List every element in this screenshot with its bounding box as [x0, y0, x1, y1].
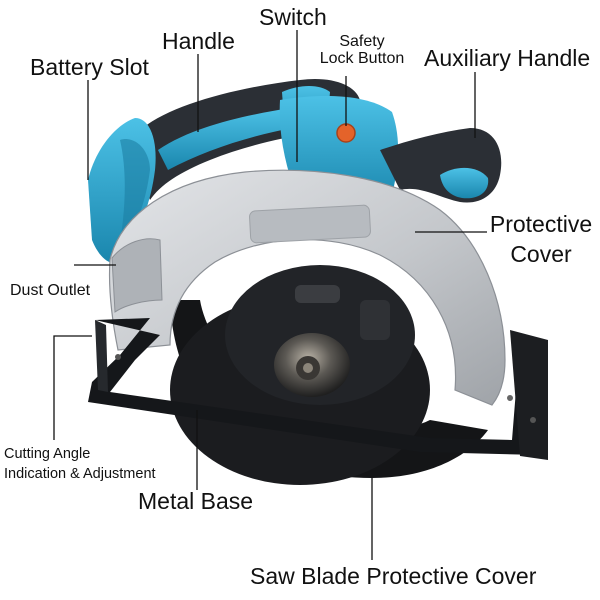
label-switch: Switch	[259, 4, 327, 30]
label-safety-lock-line2: Lock Button	[319, 49, 405, 67]
label-cutting-angle-line2: Indication & Adjustment	[4, 466, 156, 483]
label-safety-lock-line1: Safety	[339, 33, 385, 50]
label-cutting-angle: Cutting Angle Indication & Adjustment	[4, 446, 156, 483]
leader-cutting-angle	[53, 335, 92, 440]
protective-cover	[108, 169, 506, 406]
label-handle: Handle	[162, 28, 235, 54]
base-screw-3	[507, 395, 513, 401]
motor-fin-1	[295, 285, 340, 303]
label-protective-cover: Protective Cover	[488, 212, 594, 266]
dust-outlet	[111, 238, 163, 313]
auxiliary-handle-blue	[440, 167, 489, 199]
base-side-plate	[510, 330, 548, 460]
base-rail	[95, 320, 108, 392]
label-dust-outlet: Dust Outlet	[10, 282, 91, 299]
label-safety-lock-button: Safety Lock Button	[312, 33, 412, 68]
label-saw-blade-protective-cover: Saw Blade Protective Cover	[250, 563, 537, 589]
safety-lock-button	[336, 123, 356, 143]
label-protective-cover-line1: Protective	[489, 211, 593, 237]
cover-label-plate	[249, 204, 371, 244]
arbor-center	[303, 363, 313, 373]
label-cutting-angle-line1: Cutting Angle	[4, 446, 91, 462]
label-protective-cover-line2: Cover	[510, 241, 572, 268]
handle-grip-blue	[158, 108, 292, 170]
motor-fin-2	[360, 300, 390, 340]
label-auxiliary-handle: Auxiliary Handle	[424, 45, 591, 71]
label-metal-base: Metal Base	[138, 488, 254, 514]
metal-base	[88, 318, 545, 455]
leader-lines	[53, 30, 487, 560]
label-battery-slot: Battery Slot	[30, 54, 149, 80]
base-screw-2	[530, 417, 536, 423]
base-screw-1	[115, 354, 121, 360]
